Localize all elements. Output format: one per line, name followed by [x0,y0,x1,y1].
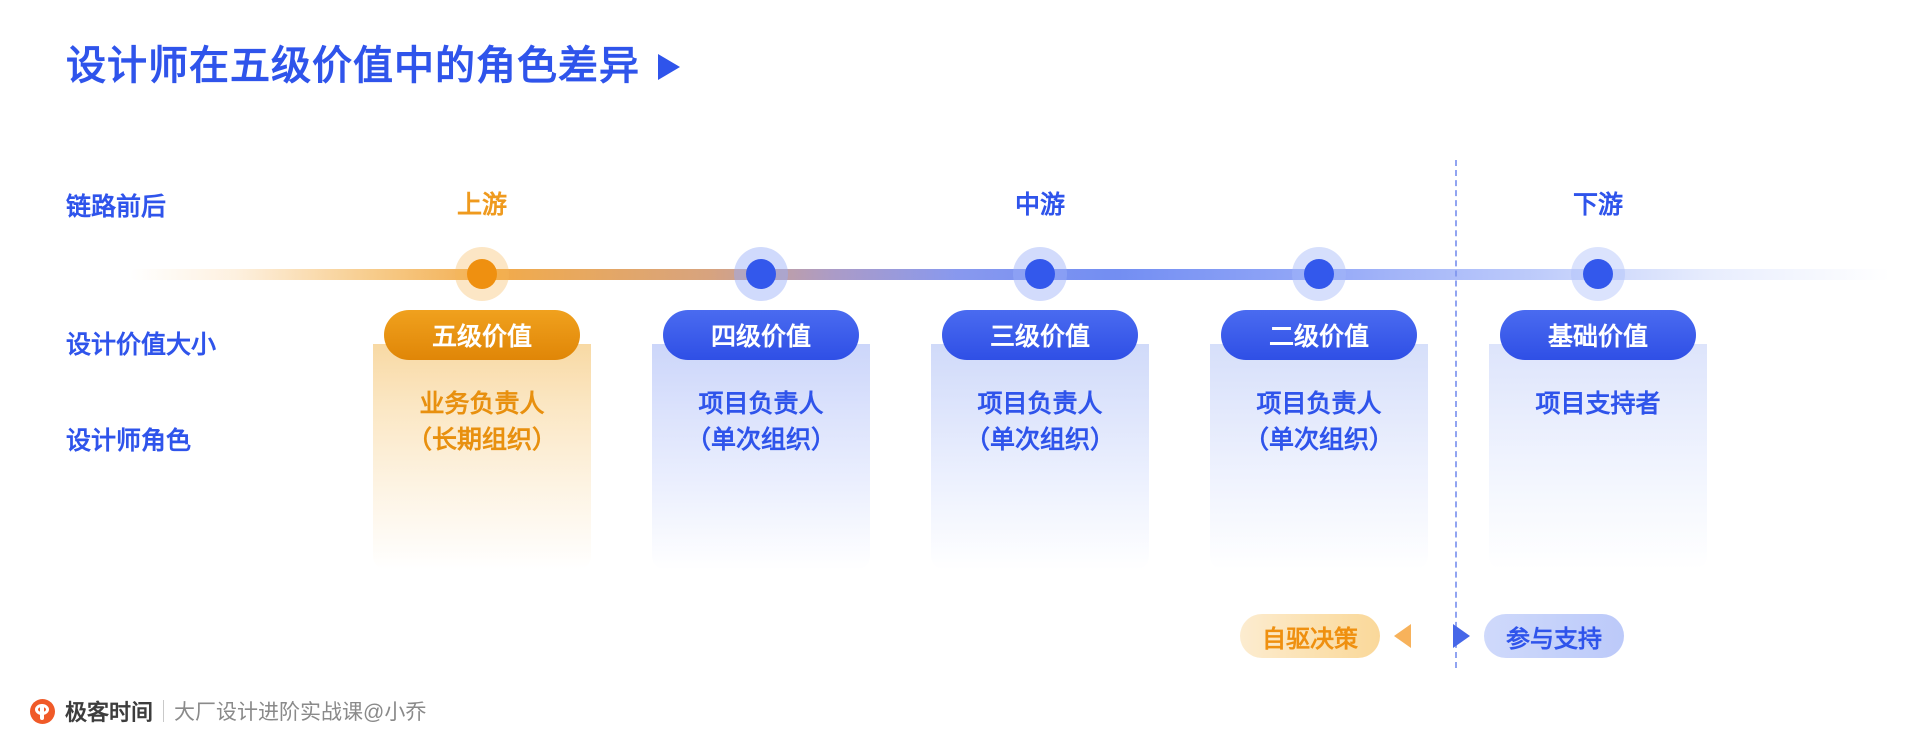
designer-role-text: 项目负责人 （单次组织） [964,390,1115,455]
value-column-body [652,344,870,570]
value-column-4[interactable]: 项目支持者基础价值 [1489,310,1707,570]
designer-role-text: 项目负责人 （单次组织） [685,390,836,455]
triangle-left-icon [1394,624,1411,648]
stage-divider [1455,160,1457,668]
stage-label-1: 中游 [1014,191,1066,219]
page-title-text: 设计师在五级价值中的角色差异 [66,44,640,88]
value-level-pill[interactable]: 基础价值 [1500,310,1696,360]
timeline-axis [130,269,1890,280]
stage-label-0: 上游 [456,191,508,219]
value-column-body [373,344,591,570]
triangle-right-icon [1453,624,1470,648]
row-label-designer-role: 设计师角色 [66,427,192,455]
timeline-dot-1[interactable] [732,245,790,303]
value-column-body [1210,344,1428,570]
value-column-0[interactable]: 业务负责人 （长期组织） 五级价值 [373,310,591,570]
timeline-dot-3[interactable] [1290,245,1348,303]
timeline-dot-4[interactable] [1569,245,1627,303]
legend: 自驱决策 参与支持 [1240,612,1624,660]
dot-core [746,259,776,289]
row-label-chain: 链路前后 [66,193,167,221]
course-credit: 大厂设计进阶实战课@小乔 [174,701,427,724]
dot-core [1025,259,1055,289]
value-column-3[interactable]: 项目负责人 （单次组织） 二级价值 [1210,310,1428,570]
legend-participate-support[interactable]: 参与支持 [1484,614,1624,658]
row-label-value-size: 设计价值大小 [66,331,217,359]
timeline-dot-0[interactable] [453,245,511,303]
value-column-1[interactable]: 项目负责人 （单次组织） 四级价值 [652,310,870,570]
dot-core [467,259,497,289]
timeline-dot-2[interactable] [1011,245,1069,303]
brand-name: 极客时间 [65,700,154,725]
value-level-pill[interactable]: 三级价值 [942,310,1138,360]
stage-label-2: 下游 [1572,191,1624,219]
page-title: 设计师在五级价值中的角色差异 [66,46,680,86]
value-level-pill[interactable]: 五级价值 [384,310,580,360]
geekbang-logo-icon [30,698,55,724]
value-column-2[interactable]: 项目负责人 （单次组织） 三级价值 [931,310,1149,570]
value-level-pill[interactable]: 二级价值 [1221,310,1417,360]
footer-divider [163,700,165,722]
dot-core [1304,259,1334,289]
value-column-body [1489,344,1707,570]
dot-core [1583,259,1613,289]
designer-role-text: 项目负责人 （单次组织） [1243,390,1394,455]
legend-self-driven[interactable]: 自驱决策 [1240,614,1380,658]
value-level-pill[interactable]: 四级价值 [663,310,859,360]
designer-role-text: 项目支持者 [1535,390,1661,418]
footer: 极客时间 大厂设计进阶实战课@小乔 [30,695,426,727]
designer-role-text: 业务负责人 （长期组织） [406,390,557,455]
value-column-body [931,344,1149,570]
triangle-right-icon [658,54,680,80]
